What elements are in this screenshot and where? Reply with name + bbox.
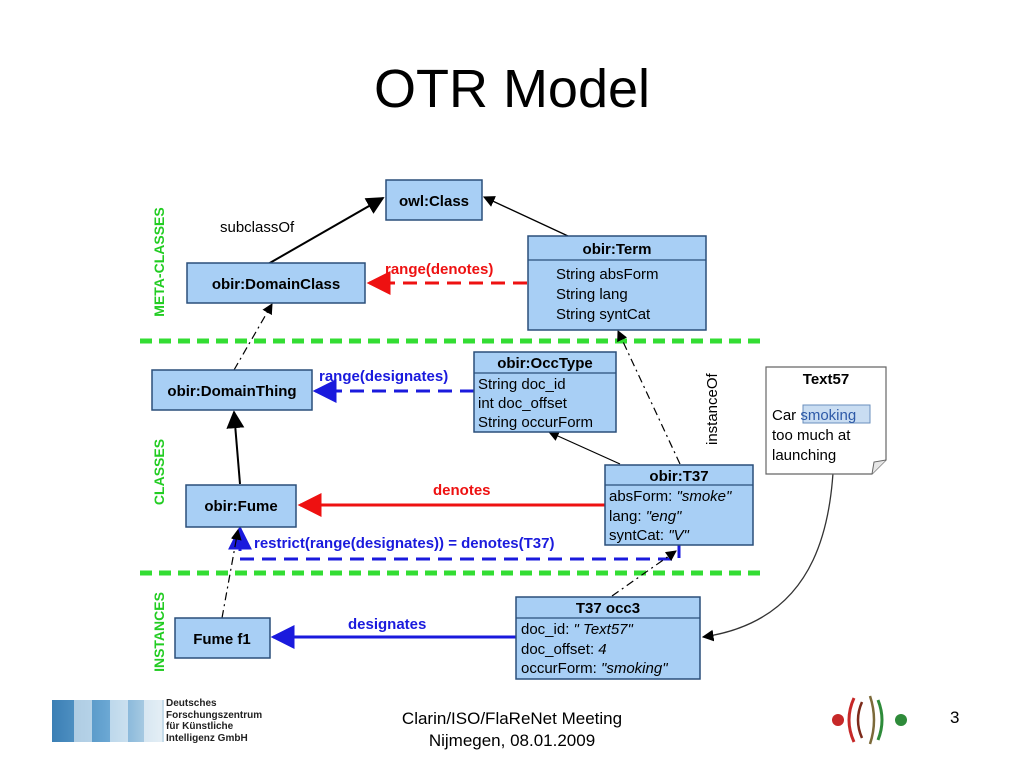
document-title: Text57 xyxy=(803,371,849,388)
document-line1: Car smoking xyxy=(772,407,856,424)
edge-t37-instanceof-term xyxy=(617,330,681,465)
edge-term-owlclass xyxy=(482,196,569,237)
edge-fumef1-instanceof xyxy=(221,528,242,619)
label-denotes: denotes xyxy=(433,482,491,499)
box-occtype-attr: String occurForm xyxy=(478,414,593,431)
dfki-logo-text: Deutsches Forschungszentrum für Künstlic… xyxy=(166,698,263,744)
box-domain-class-label: obir:DomainClass xyxy=(212,276,340,293)
box-t37: obir:T37 absForm: "smoke" lang: "eng" sy… xyxy=(604,464,754,546)
label-designates: designates xyxy=(348,616,426,633)
dfki-logo-mark xyxy=(52,700,164,742)
document-line3: launching xyxy=(772,447,836,464)
label-subclassof: subclassOf xyxy=(220,219,295,236)
box-domain-thing-label: obir:DomainThing xyxy=(167,383,296,400)
slide-title: OTR Model xyxy=(373,59,651,119)
box-term-attr: String absForm xyxy=(556,266,659,283)
box-term-attr: String syntCat xyxy=(556,306,651,323)
box-occtype-title: obir:OccType xyxy=(497,355,593,372)
document-line2: too much at xyxy=(772,427,851,444)
box-fume: obir:Fume xyxy=(185,484,297,528)
box-domain-class: obir:DomainClass xyxy=(186,262,366,304)
box-occtype-attr: String doc_id xyxy=(478,376,566,393)
box-occ3-attr: occurForm: "smoking" xyxy=(521,660,668,677)
box-t37-attr: syntCat: "V" xyxy=(609,527,690,544)
box-term-attr: String lang xyxy=(556,286,628,303)
box-occtype-attr: int doc_offset xyxy=(478,395,568,412)
box-domain-thing: obir:DomainThing xyxy=(151,369,313,411)
edge-domainthing-instanceof xyxy=(233,303,273,371)
label-range-denotes: range(denotes) xyxy=(385,261,493,278)
box-owl-class: owl:Class xyxy=(385,179,483,221)
section-label-classes: CLASSES xyxy=(151,439,167,505)
clarin-logo xyxy=(832,695,907,745)
box-owl-class-label: owl:Class xyxy=(399,193,469,210)
section-label-instances: INSTANCES xyxy=(151,592,167,672)
document-text57: Text57 Car smoking too much at launching xyxy=(765,366,887,475)
footer-text: Clarin/ISO/FlaReNet Meeting Nijmegen, 08… xyxy=(372,708,652,752)
footer-line-2: Nijmegen, 08.01.2009 xyxy=(428,731,596,750)
document-highlight xyxy=(802,404,871,424)
box-occ3-attr: doc_id: " Text57" xyxy=(521,621,634,638)
box-occ3: T37 occ3 doc_id: " Text57" doc_offset: 4… xyxy=(515,596,701,680)
dfki-logo: Deutsches Forschungszentrum für Künstlic… xyxy=(52,698,282,746)
box-fume-f1-label: Fume f1 xyxy=(193,631,251,648)
footer-line-1: Clarin/ISO/FlaReNet Meeting xyxy=(401,709,623,728)
box-fume-f1: Fume f1 xyxy=(174,617,271,659)
box-occtype: obir:OccType String doc_id int doc_offse… xyxy=(473,351,617,433)
box-term: obir:Term String absForm String lang Str… xyxy=(527,235,707,331)
label-restrict: restrict(range(designates)) = denotes(T3… xyxy=(254,535,555,552)
page-number: 3 xyxy=(950,708,960,727)
box-occ3-title: T37 occ3 xyxy=(576,600,640,617)
box-t37-title: obir:T37 xyxy=(649,468,708,485)
edge-subclassof xyxy=(267,197,385,265)
box-t37-attr: absForm: "smoke" xyxy=(609,488,732,505)
edge-restrict xyxy=(228,525,681,561)
box-term-title: obir:Term xyxy=(583,241,652,258)
box-occ3-attr: doc_offset: 4 xyxy=(521,641,607,658)
label-range-designates: range(designates) xyxy=(319,368,448,385)
otr-model-diagram: META-CLASSES CLASSES INSTANCES subclassO… xyxy=(140,179,887,680)
label-instanceof: instanceOf xyxy=(704,372,721,445)
edge-t37-occtype xyxy=(548,431,621,465)
section-label-meta-classes: META-CLASSES xyxy=(151,207,167,316)
box-t37-attr: lang: "eng" xyxy=(609,508,682,525)
edge-occ3-instanceof xyxy=(611,550,677,597)
box-fume-label: obir:Fume xyxy=(204,498,277,515)
edge-fume-domainthing xyxy=(226,410,245,485)
